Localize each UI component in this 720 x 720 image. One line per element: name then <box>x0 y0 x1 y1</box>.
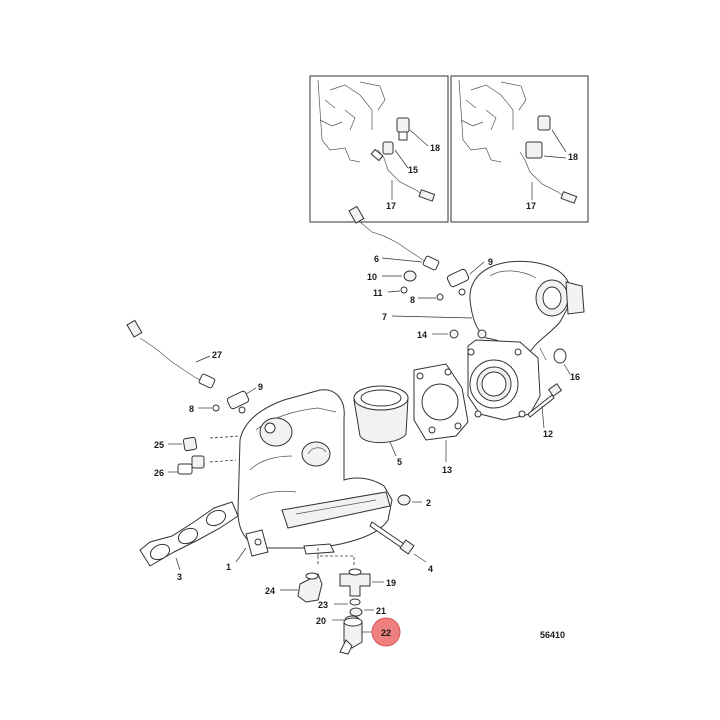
sensor-bung-26: 26 <box>154 455 205 478</box>
callout-6: 6 <box>374 254 379 264</box>
callout-9-lower: 9 <box>258 382 263 392</box>
oxygen-sensor-icon <box>519 151 578 204</box>
gasket-3: 3 <box>139 501 239 582</box>
bolt-4: 4 <box>369 521 433 574</box>
callout-17-left: 17 <box>386 201 396 211</box>
callout-8-upper: 8 <box>410 295 415 305</box>
washer-16: 16 <box>553 348 580 382</box>
bolt-12: 12 <box>527 383 563 439</box>
plug-icon <box>382 141 394 155</box>
callout-25: 25 <box>154 440 164 450</box>
sleeve-5: 5 <box>353 385 409 467</box>
callout-8-lower: 8 <box>189 404 194 414</box>
callout-19: 19 <box>386 578 396 588</box>
port-icon <box>477 329 487 339</box>
callout-7: 7 <box>382 312 387 322</box>
callout-17-right: 17 <box>526 201 536 211</box>
tee-fitting-19: 19 <box>339 568 396 597</box>
inset-panel-left: 18 15 17 <box>309 75 449 223</box>
callout-18-right: 18 <box>568 152 578 162</box>
callout-10: 10 <box>367 272 377 282</box>
callout-11: 11 <box>373 288 383 298</box>
highlight-callout-22[interactable]: 22 <box>371 617 401 647</box>
washer-2: 2 <box>397 494 431 508</box>
nut-icon <box>436 293 444 301</box>
callout-24: 24 <box>265 586 275 596</box>
oxygen-sensor-6: 6 <box>348 205 440 271</box>
plug-icon <box>403 270 417 282</box>
upper-small-parts: 10 11 8 9 <box>367 257 493 305</box>
callout-2: 2 <box>426 498 431 508</box>
callout-20: 20 <box>316 616 326 626</box>
washer-icon <box>400 286 408 294</box>
callout-14: 14 <box>417 330 427 340</box>
nut-icon <box>212 404 220 412</box>
callout-3: 3 <box>177 572 182 582</box>
callout-9-upper: 9 <box>488 257 493 267</box>
diagram-reference-number: 56410 <box>540 630 565 640</box>
gasket-13: 13 <box>413 363 469 475</box>
callout-1: 1 <box>226 562 231 572</box>
oxygen-sensor-icon <box>370 148 436 202</box>
callout-26: 26 <box>154 468 164 478</box>
callout-16: 16 <box>570 372 580 382</box>
callout-21: 21 <box>376 606 386 616</box>
callout-27: 27 <box>212 350 222 360</box>
exhaust-elbow-7: 7 <box>382 260 585 421</box>
callout-4: 4 <box>428 564 433 574</box>
callout-18-left: 18 <box>430 143 440 153</box>
callout-13: 13 <box>442 465 452 475</box>
clamp-icon <box>446 268 470 296</box>
inset-panel-right: 18 17 <box>450 75 589 223</box>
exhaust-manifold-1: 1 <box>226 389 393 572</box>
callout-5: 5 <box>397 457 402 467</box>
oxygen-sensor-27: 27 <box>126 319 222 389</box>
drain-fitting-22 <box>339 617 374 655</box>
callout-22: 22 <box>381 628 391 638</box>
callout-15: 15 <box>408 165 418 175</box>
callout-12: 12 <box>543 429 553 439</box>
clamp-9-lower: 9 8 <box>189 382 263 414</box>
sensor-bung-25: 25 <box>154 436 198 452</box>
callout-23: 23 <box>318 600 328 610</box>
elbow-fitting-24: 24 <box>265 572 323 603</box>
sensor-bung-icon <box>396 117 410 141</box>
plug-14: 14 <box>417 329 459 340</box>
sensor-bung-icon <box>525 115 551 159</box>
